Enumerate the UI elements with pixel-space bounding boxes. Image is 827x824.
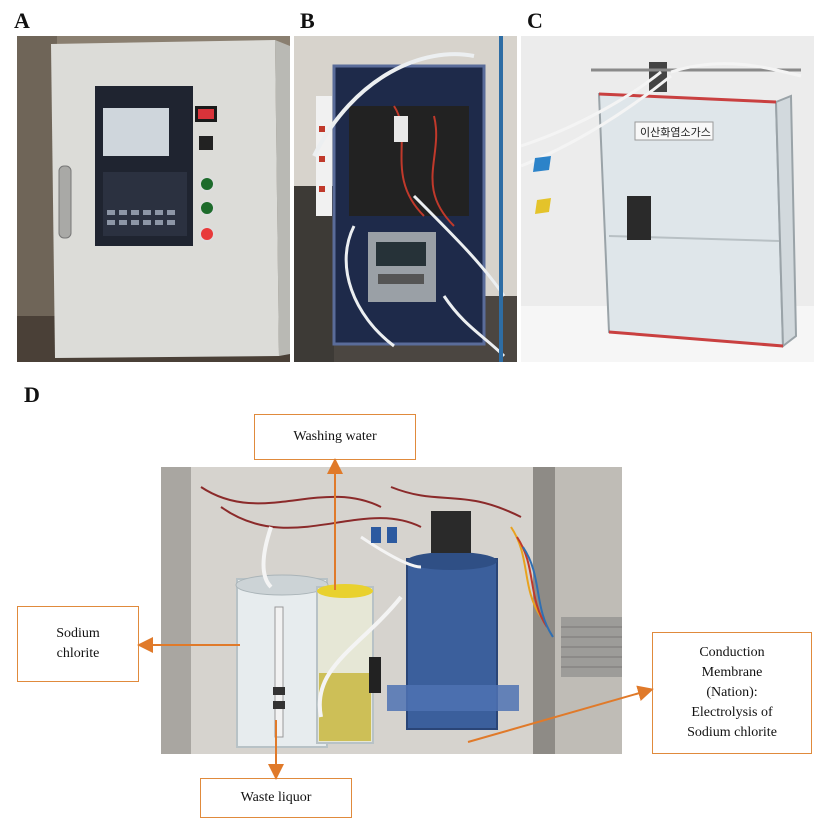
- callout-conduction-membrane: Conduction Membrane (Nation): Electrolys…: [652, 632, 812, 754]
- callout-sodium-chlorite: Sodium chlorite: [17, 606, 139, 682]
- photo-a-control-cabinet: [17, 36, 290, 362]
- callout-membrane-line2: Membrane: [701, 665, 763, 680]
- callout-membrane-line4: Electrolysis of: [691, 705, 773, 720]
- panel-label-a: A: [14, 8, 30, 33]
- panel-label-d: D: [24, 382, 40, 407]
- callout-membrane-line1: Conduction: [699, 645, 765, 660]
- panel-label-c: C: [527, 8, 543, 33]
- callout-waste-liquor: Waste liquor: [200, 778, 352, 818]
- photo-d-electrolysis-unit: [161, 467, 622, 754]
- photo-c-acrylic-chamber: [521, 36, 814, 362]
- callout-washing-water: Washing water: [254, 414, 416, 460]
- callout-membrane-line5: Sodium chlorite: [687, 725, 777, 740]
- photo-b-sensor-unit: [294, 36, 517, 362]
- callout-washing-water-text: Washing water: [293, 429, 377, 444]
- callout-sodium-chlorite-line2: chlorite: [56, 646, 100, 661]
- callout-waste-liquor-text: Waste liquor: [240, 790, 312, 805]
- panel-label-b: B: [300, 8, 315, 33]
- chamber-label: 이산화염소가스: [640, 126, 711, 139]
- callout-sodium-chlorite-line1: Sodium: [56, 626, 100, 641]
- callout-membrane-line3: (Nation):: [706, 685, 758, 700]
